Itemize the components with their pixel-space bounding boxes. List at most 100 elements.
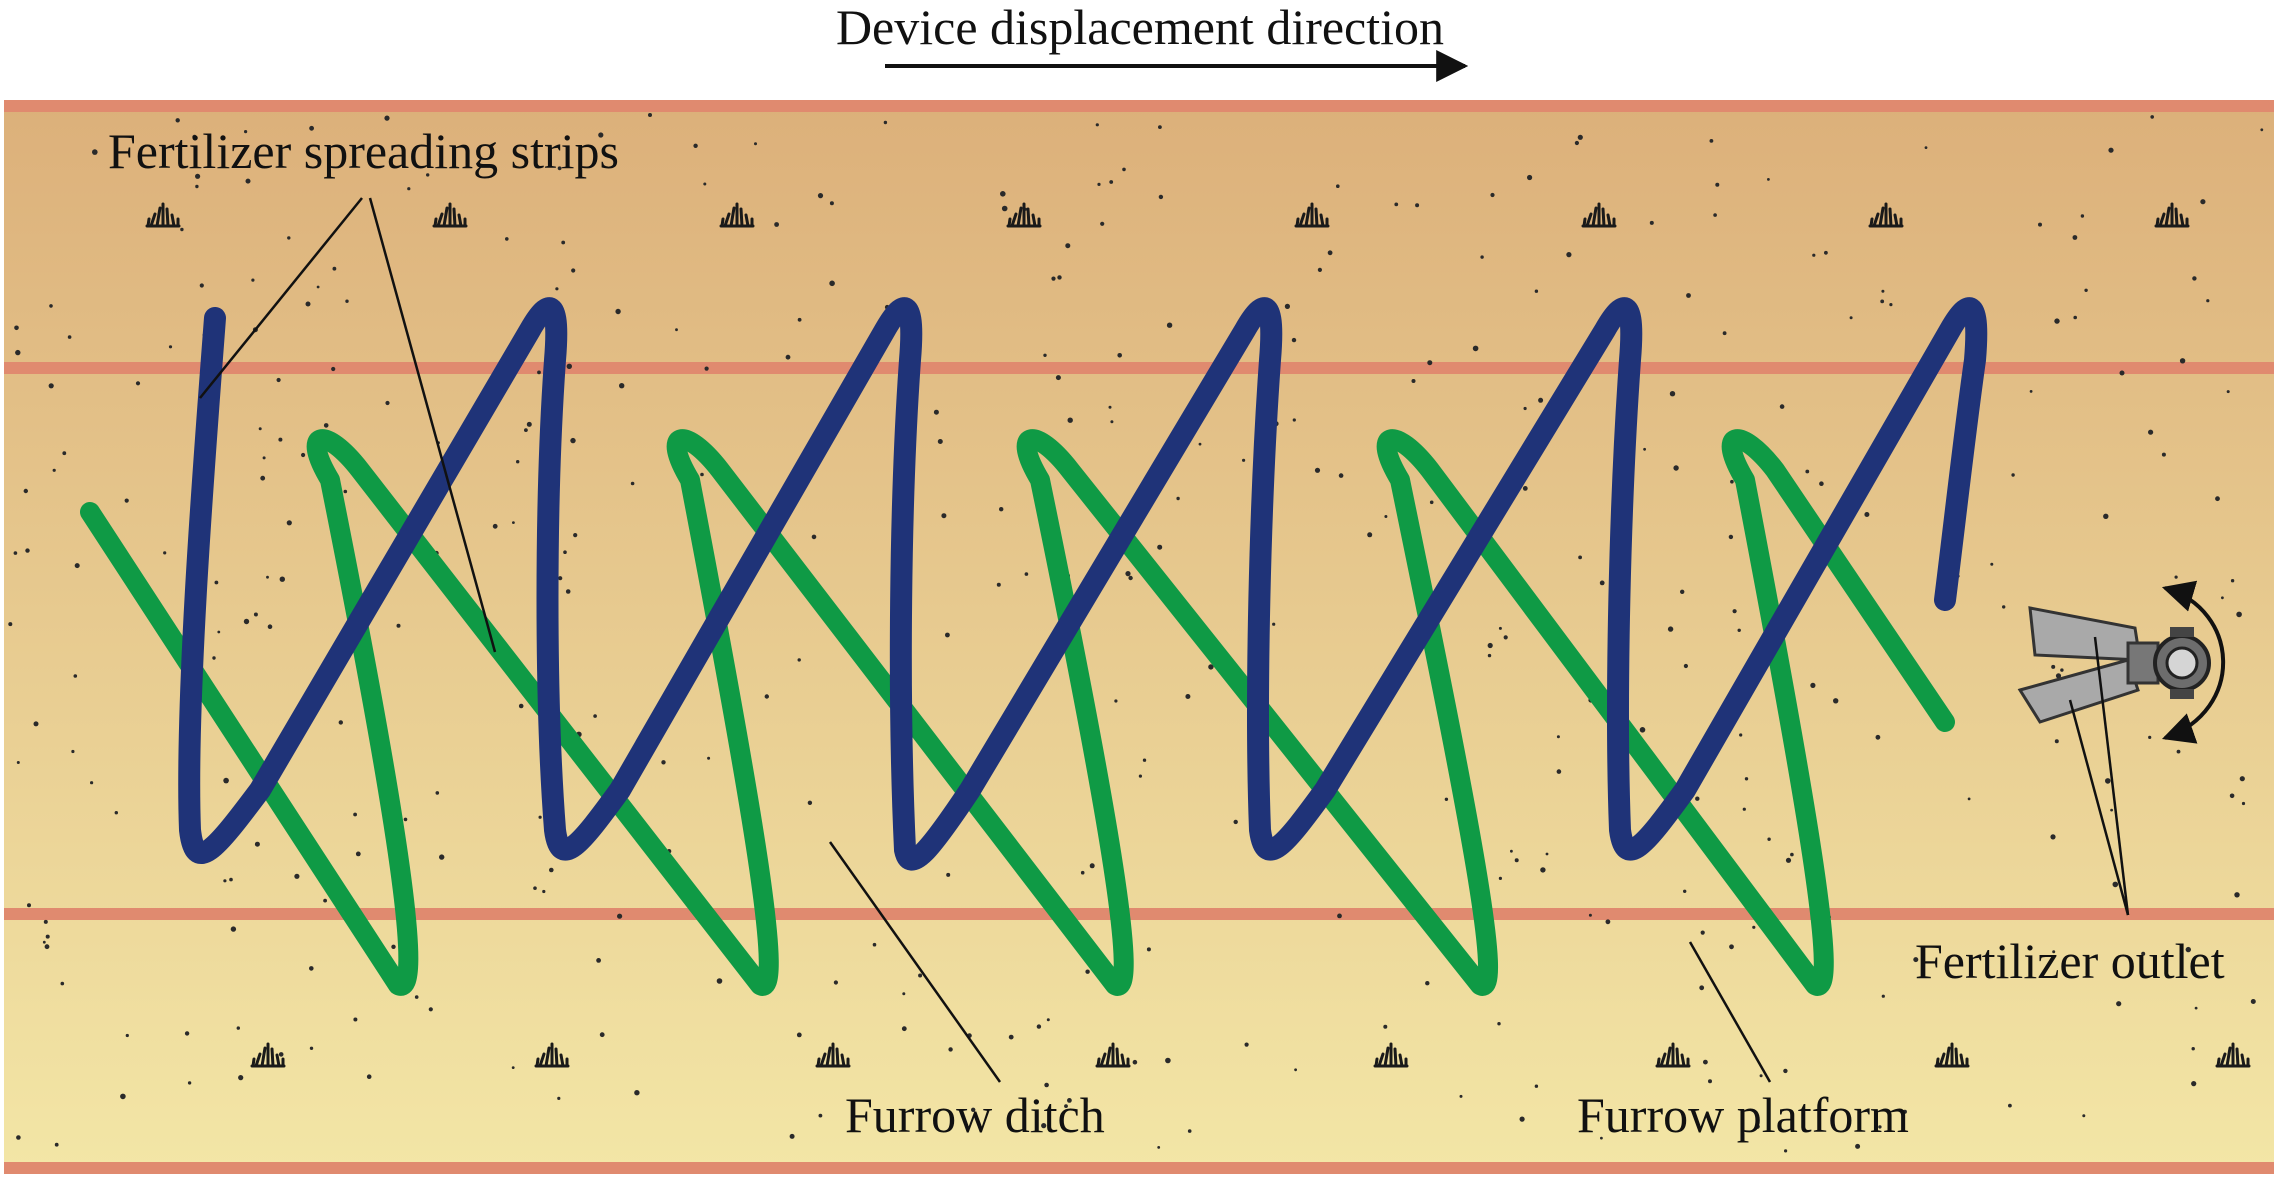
speckle (511, 1066, 515, 1069)
speckle (229, 877, 233, 882)
speckle (260, 475, 266, 481)
speckle (707, 756, 711, 760)
speckle (1114, 699, 1118, 703)
speckle (1967, 797, 1971, 801)
grass-tuft-icon (1581, 202, 1617, 228)
speckle (2241, 801, 2246, 806)
speckle (1057, 275, 1062, 280)
speckle (1744, 777, 1749, 781)
speckle (180, 227, 184, 232)
speckle (1411, 379, 1416, 383)
speckle (1051, 276, 1056, 281)
speckle (1875, 734, 1881, 740)
speckle (1498, 876, 1502, 881)
speckle (71, 749, 75, 754)
speckle (384, 115, 390, 121)
speckle (1000, 191, 1006, 197)
speckle (1146, 947, 1151, 952)
grass-tuft-icon (2215, 1042, 2251, 1068)
leader-strips-blue (199, 197, 363, 399)
speckle (538, 815, 542, 819)
speckle (563, 550, 567, 554)
speckle (512, 521, 515, 524)
speckle (236, 1026, 240, 1030)
direction-label: Device displacement direction (836, 0, 1444, 55)
speckle (1415, 203, 1420, 208)
speckle (1649, 220, 1654, 225)
speckle (2239, 776, 2245, 782)
grass-tuft-icon (1373, 1042, 1409, 1068)
speckle (1284, 303, 1290, 309)
speckle (2050, 834, 2056, 840)
speckle (2226, 390, 2230, 394)
speckle (1425, 981, 1430, 986)
speckle (301, 452, 306, 458)
speckle (1122, 167, 1126, 172)
speckle (2082, 1114, 2086, 1118)
speckle (1783, 1068, 1788, 1074)
speckle (1198, 442, 1202, 446)
speckle (1737, 628, 1741, 632)
speckle (49, 304, 53, 308)
speckle (1292, 418, 1296, 422)
speckle (1041, 1123, 1047, 1129)
speckle (818, 1113, 823, 1118)
speckle (570, 437, 576, 444)
speckle (244, 130, 248, 134)
speckle (2229, 793, 2235, 799)
speckle (596, 958, 601, 963)
speckle (2055, 673, 2062, 679)
speckle (526, 421, 532, 427)
speckle (1722, 331, 1727, 336)
speckle (1759, 1074, 1763, 1078)
speckle (286, 520, 292, 526)
speckle (1824, 250, 1828, 255)
speckle (996, 582, 1001, 587)
speckle (2192, 276, 2197, 281)
boundary-line-1 (4, 100, 2274, 112)
speckle (1812, 253, 1816, 257)
speckle (60, 981, 65, 986)
speckle (2230, 579, 2235, 583)
speckle (238, 1075, 244, 1081)
speckle (542, 889, 546, 894)
speckle (937, 439, 943, 444)
speckle (114, 811, 119, 815)
speckle (829, 201, 834, 206)
label-fertilizer-outlet: Fertilizer outlet (1915, 933, 2225, 989)
speckle (287, 236, 291, 240)
speckle (615, 308, 621, 315)
speckle (195, 173, 201, 179)
leader-furrow-platform (1688, 941, 1772, 1083)
speckle (1294, 1068, 1297, 1072)
speckle (599, 1032, 605, 1038)
speckle (518, 703, 524, 709)
speckle (1317, 267, 1322, 272)
speckle (1522, 486, 1528, 491)
speckle (294, 873, 300, 879)
speckle (2060, 668, 2064, 672)
speckle (45, 934, 50, 939)
speckle (1510, 849, 1513, 853)
speckle (266, 575, 269, 579)
speckle (1600, 1136, 1603, 1140)
speckle (212, 656, 216, 660)
speckle (343, 489, 348, 494)
speckle (1242, 458, 1246, 462)
speckle (276, 377, 281, 383)
speckle (1574, 140, 1579, 146)
speckle (407, 187, 411, 191)
speckle (230, 926, 237, 932)
speckle (2191, 1047, 2195, 1051)
speckle (1833, 698, 1839, 704)
speckle (1819, 481, 1824, 487)
speckle (42, 940, 46, 944)
speckle (1067, 1098, 1072, 1103)
speckle (385, 400, 390, 406)
speckle (1064, 1104, 1068, 1108)
speckle (1534, 289, 1539, 293)
outlet-hub-tab-bottom (2170, 689, 2194, 699)
speckle (2250, 999, 2256, 1004)
speckle (833, 980, 839, 985)
leader-outlet-lower (2068, 699, 2130, 916)
